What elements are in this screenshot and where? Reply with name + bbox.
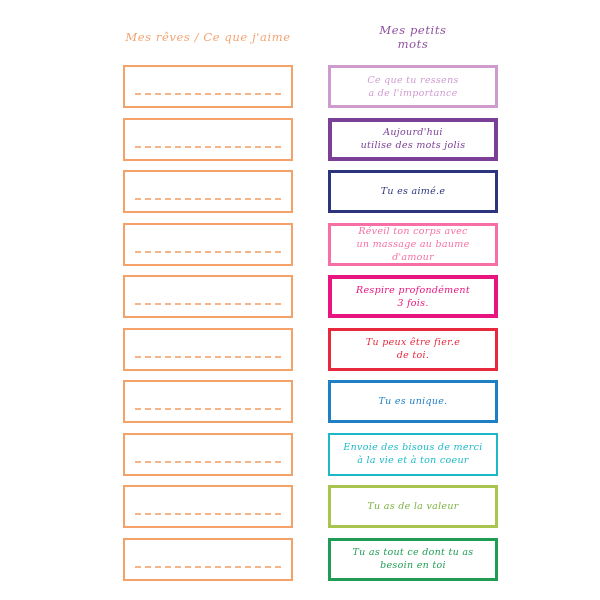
message-card-line1: Tu es aimé.e: [380, 186, 446, 197]
right-column-header: Mes petits mots: [328, 23, 498, 51]
message-card-line2: utilise des mots jolis: [360, 140, 466, 151]
write-box[interactable]: [123, 327, 293, 371]
message-card-line2: besoin en toi: [380, 560, 446, 571]
worksheet-row: Tu as tout ce dont tu as besoin en toi: [0, 537, 600, 581]
write-guide-line: [135, 408, 281, 410]
write-box[interactable]: [123, 117, 293, 161]
message-card[interactable]: Tu es aimé.e: [328, 170, 498, 213]
message-card-text: Aujourd'hui utilise des mots jolis: [355, 126, 472, 152]
worksheet-row: Envoie des bisous de merci à la vie et à …: [0, 432, 600, 476]
message-card-line1: Aujourd'hui: [383, 127, 443, 138]
message-card-line1: Ce que tu ressens: [367, 74, 459, 86]
message-card-line1: Tu as tout ce dont tu as: [352, 547, 474, 558]
message-card-line2: un massage au baume d'amour: [356, 238, 470, 263]
worksheet-row: Tu es unique.: [0, 380, 600, 423]
message-card-line1: Envoie des bisous de merci: [343, 442, 483, 453]
message-card[interactable]: Aujourd'hui utilise des mots jolis: [328, 117, 498, 161]
write-guide-line: [135, 93, 281, 95]
right-column-header-line2: mots: [397, 37, 429, 51]
worksheet-row: Tu as de la valeur: [0, 485, 600, 528]
write-guide-line: [135, 355, 281, 358]
message-card-line1: Tu es unique.: [378, 396, 448, 407]
message-card-line1: Tu peux être fier.e: [365, 337, 461, 348]
message-card-line1: Réveil ton corps avec: [358, 225, 468, 237]
message-card-line1: Respire profondément: [356, 284, 470, 296]
message-card[interactable]: Tu es unique.: [328, 380, 498, 423]
message-card-text: Tu es unique.: [372, 395, 453, 408]
message-card-text: Envoie des bisous de merci à la vie et à …: [337, 441, 488, 467]
message-card-line2: 3 fois.: [397, 297, 429, 309]
message-card-line2: à la vie et à ton coeur: [357, 455, 469, 466]
right-column-header-line1: Mes petits: [379, 23, 447, 37]
message-card-text: Tu es aimé.e: [375, 185, 452, 198]
write-guide-line: [135, 513, 281, 515]
write-box[interactable]: [123, 432, 293, 476]
write-guide-line: [135, 303, 281, 305]
write-box[interactable]: [123, 380, 293, 423]
worksheet-row: Aujourd'hui utilise des mots jolis: [0, 117, 600, 161]
write-box[interactable]: [123, 170, 293, 213]
message-card-text: Tu as de la valeur: [361, 500, 464, 513]
write-box[interactable]: [123, 65, 293, 108]
write-guide-line: [135, 250, 281, 253]
write-guide-line: [135, 145, 281, 148]
write-box[interactable]: [123, 537, 293, 581]
write-guide-line: [135, 460, 281, 463]
message-card-line2: de toi.: [396, 350, 430, 361]
message-card[interactable]: Tu peux être fier.e de toi.: [328, 327, 498, 371]
worksheet-row: Tu es aimé.e: [0, 170, 600, 213]
message-card-line2: a de l'importance: [368, 87, 458, 99]
worksheet-row: Tu peux être fier.e de toi.: [0, 327, 600, 371]
message-card-line1: Tu as de la valeur: [367, 501, 459, 512]
write-guide-line: [135, 198, 281, 200]
write-box[interactable]: [123, 485, 293, 528]
message-card-text: Tu peux être fier.e de toi.: [360, 336, 466, 362]
write-box[interactable]: [123, 275, 293, 318]
message-card-text: Tu as tout ce dont tu as besoin en toi: [347, 546, 480, 572]
write-box[interactable]: [123, 222, 293, 266]
message-card[interactable]: Envoie des bisous de merci à la vie et à …: [328, 432, 498, 476]
left-column-header: Mes rêves / Ce que j'aime: [125, 30, 291, 44]
message-card[interactable]: Tu as de la valeur: [328, 485, 498, 528]
write-guide-line: [135, 565, 281, 568]
column-headers: Mes rêves / Ce que j'aime Mes petits mot…: [0, 20, 600, 60]
message-card[interactable]: Tu as tout ce dont tu as besoin en toi: [328, 537, 498, 581]
